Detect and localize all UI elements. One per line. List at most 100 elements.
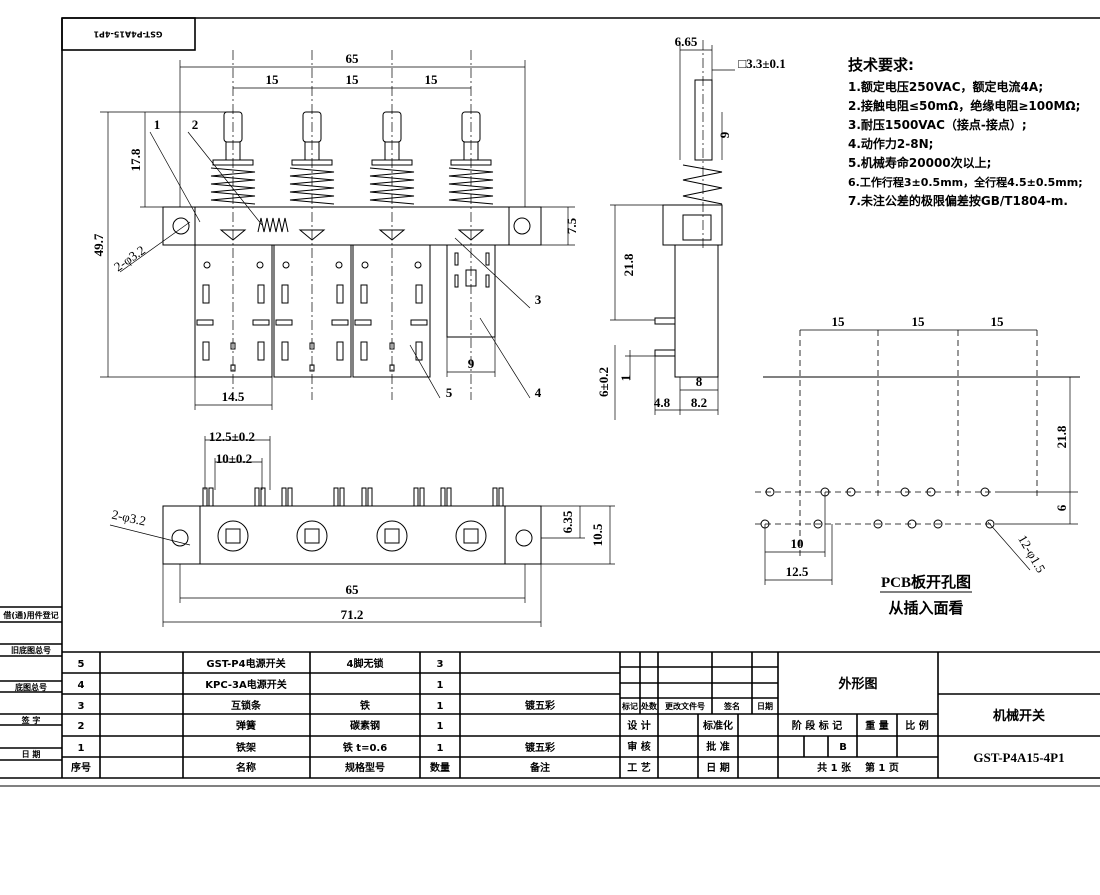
pcb-dim-12-5: 12.5 [786,564,809,579]
pcb-dim-holes: 12-φ1.5 [1015,532,1049,575]
pcb-title: PCB板开孔图 [881,573,971,591]
requirements-title: 技术要求: [848,56,914,74]
dim-body-14-5: 14.5 [222,389,245,404]
requirement-1: 1.额定电压250VAC，额定电流4A; [848,79,1043,94]
pcb-hole [985,519,995,529]
part-spec: 4脚无锁 [347,657,384,670]
pcb-hole [765,487,775,497]
bracket [162,206,542,246]
rev-header-sign: 签名 [723,701,740,711]
switch-body-1 [194,244,273,378]
pcb-hole [813,519,823,529]
requirement-4: 4.动作力2-8N; [848,136,933,151]
dim-bottom-6-35: 6.35 [560,510,575,533]
dim-bracket-7-5: 7.5 [564,217,579,234]
design-label: 设 计 [627,719,650,732]
rev-header-date: 日期 [757,701,773,711]
callout-3: 3 [535,292,542,307]
sidebar-label-2: 旧底图总号 [11,645,51,655]
drawing-name: 外形图 [837,676,877,692]
bottom-switch-2 [281,487,345,552]
sidebar-label-5: 日 期 [22,749,41,759]
pin [333,487,339,507]
parts-row: 5 GST-P4电源开关 4脚无锁 3 [62,657,620,674]
pin [202,487,208,507]
part-name: GST-P4电源开关 [206,657,285,670]
bottom-view: 12.5±0.2 10±0.2 6.35 10.5 65 71.2 2-φ3.2 [109,429,615,627]
spring-2 [257,217,289,233]
dim-side-9: 9 [717,131,732,138]
sheet-count: 共 1 张 第 1 页 [817,761,899,774]
stage-mark: B [839,742,847,753]
pcb-pitch-1: 15 [832,314,846,329]
header-name: 名称 [236,761,256,774]
dim-bottom-71-2: 71.2 [341,607,364,622]
sidebar-label-1: 借(通)用件登记 [2,610,58,620]
scale-label: 比 例 [905,719,928,732]
pin [413,487,419,507]
dim-pitch-3: 15 [425,72,439,87]
front-dim-lines [100,60,575,410]
title-block: 标记 处数 更改文件号 签名 日期 设 计 标准化 审 核 批 准 工 艺 日 … [620,652,1100,778]
approve-label: 批 准 [706,740,729,753]
side-body [674,244,719,378]
pcb-dim-6: 6 [1054,504,1069,511]
pcb-hole [846,487,856,497]
corner-code: GST-P4A15-4P1 [93,30,162,39]
part-note: 镀五彩 [525,699,555,712]
part-qty: 1 [437,721,444,732]
pcb-dim-10: 10 [791,536,804,551]
pin [287,487,293,507]
pcb-hole [900,487,910,497]
technical-requirements: 技术要求: 1.额定电压250VAC，额定电流4A; 2.接触电阻≤50mΩ，绝… [848,56,1083,208]
dim-bottom-12-5: 12.5±0.2 [209,429,255,444]
pin [208,487,214,507]
part-name: 铁架 [236,741,256,754]
pin [492,487,498,507]
pin [254,487,260,507]
date-label: 日 期 [706,761,729,774]
plunger-square [463,528,479,544]
pin [339,487,345,507]
dim-holes: 2-φ3.2 [111,242,148,274]
push-switch-1 [196,50,270,400]
plunger-square [304,528,320,544]
plunger-square [384,528,400,544]
pcb-hole [926,487,936,497]
pcb-pitch-3: 15 [991,314,1005,329]
callout-2: 2 [192,117,199,132]
switch-body-2 [273,244,352,378]
side-bracket [662,204,723,246]
pcb-hole [820,487,830,497]
check-label: 审 核 [627,740,650,753]
dim-side-1: 1 [618,375,633,382]
pcb-dim-21-8: 21.8 [1054,425,1069,448]
part-name: KPC-3A电源开关 [205,678,287,691]
part-no: 3 [78,701,85,712]
header-no: 序号 [71,761,91,774]
sidebar-table: 借(通)用件登记 旧底图总号 底图总号 签 字 日 期 [0,606,62,761]
rev-header-mark: 标记 [621,701,638,711]
part-no: 5 [78,659,85,670]
push-switch-3 [354,50,428,400]
pcb-hole [873,519,883,529]
standard-label: 标准化 [702,719,733,732]
dim-bottom-10: 10±0.2 [216,451,252,466]
part-note: 镀五彩 [525,741,555,754]
pcb-hole [907,519,917,529]
switch-body-3 [352,244,431,378]
pin [446,487,452,507]
pin [260,487,266,507]
dim-side-21-8: 21.8 [621,253,636,276]
sidebar-label-3: 底图总号 [14,682,47,692]
weight-label: 重 量 [865,719,888,732]
bottom-base [162,505,542,565]
dim-plunger-17-8: 17.8 [128,148,143,171]
dim-bottom-holes: 2-φ3.2 [110,507,147,529]
sidebar-label-4: 签 字 [21,715,41,725]
part-qty: 3 [437,659,444,670]
pin [281,487,287,507]
mount-hole-left [172,217,190,235]
